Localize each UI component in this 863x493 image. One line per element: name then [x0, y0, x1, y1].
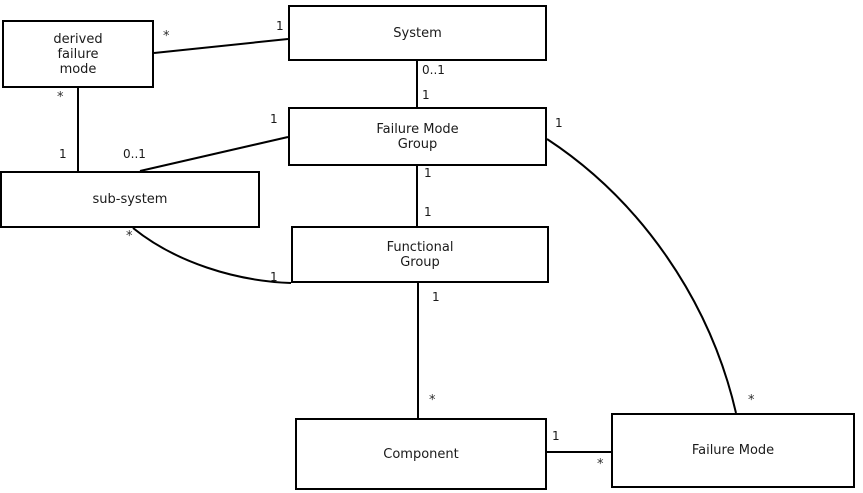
multiplicity-system-bottom-zero-one: 0..1 — [422, 63, 445, 77]
multiplicity-functional-group-left-one: 1 — [270, 270, 278, 284]
multiplicity-failure-mode-group-bottom-one: 1 — [424, 166, 432, 180]
multiplicity-component-top-star: * — [429, 393, 436, 408]
multiplicity-failure-mode-top-star: * — [748, 393, 755, 408]
class-box-sub-system[interactable]: sub-system — [0, 171, 260, 228]
class-box-functional-group[interactable]: Functional Group — [291, 226, 549, 283]
multiplicity-derived-failure-mode-bottom-star: * — [57, 90, 64, 105]
class-box-system[interactable]: System — [288, 5, 547, 61]
multiplicity-sub-system-bottom-star: * — [126, 229, 133, 244]
connector-sub-system-to-failure-mode-group — [139, 136, 289, 172]
class-label-sub-system: sub-system — [92, 192, 168, 207]
multiplicity-sub-system-zero-one: 0..1 — [123, 147, 146, 161]
class-label-failure-mode: Failure Mode — [691, 443, 775, 458]
multiplicity-dfm-to-system-star: * — [163, 29, 170, 44]
class-label-system: System — [393, 25, 442, 41]
connector-failure-mode-group-to-failure-mode — [546, 138, 737, 414]
multiplicity-failure-mode-group-top-one: 1 — [422, 88, 430, 102]
connector-sub-system-to-functional-group — [132, 227, 292, 284]
multiplicity-sub-system-top-one: 1 — [59, 147, 67, 161]
multiplicity-component-right-star: * — [597, 457, 604, 472]
class-label-derived-failure-mode: derived failure mode — [53, 31, 103, 77]
multiplicity-failure-mode-group-left-one: 1 — [270, 112, 278, 126]
connector-derived-failure-mode-to-system — [153, 38, 289, 54]
class-label-failure-mode-group: Failure Mode Group — [376, 121, 459, 152]
class-box-component[interactable]: Component — [295, 418, 547, 490]
class-label-functional-group: Functional Group — [386, 239, 454, 270]
multiplicity-failure-mode-group-right-one: 1 — [555, 116, 563, 130]
multiplicity-system-left-one: 1 — [276, 19, 284, 33]
class-label-component: Component — [383, 446, 459, 462]
multiplicity-functional-group-bottom-one: 1 — [432, 290, 440, 304]
multiplicity-component-right-one: 1 — [552, 429, 560, 443]
class-box-failure-mode-group[interactable]: Failure Mode Group — [288, 107, 547, 166]
class-box-derived-failure-mode[interactable]: derived failure mode — [2, 20, 154, 88]
multiplicity-functional-group-top-one: 1 — [424, 205, 432, 219]
class-box-failure-mode[interactable]: Failure Mode — [611, 413, 855, 488]
